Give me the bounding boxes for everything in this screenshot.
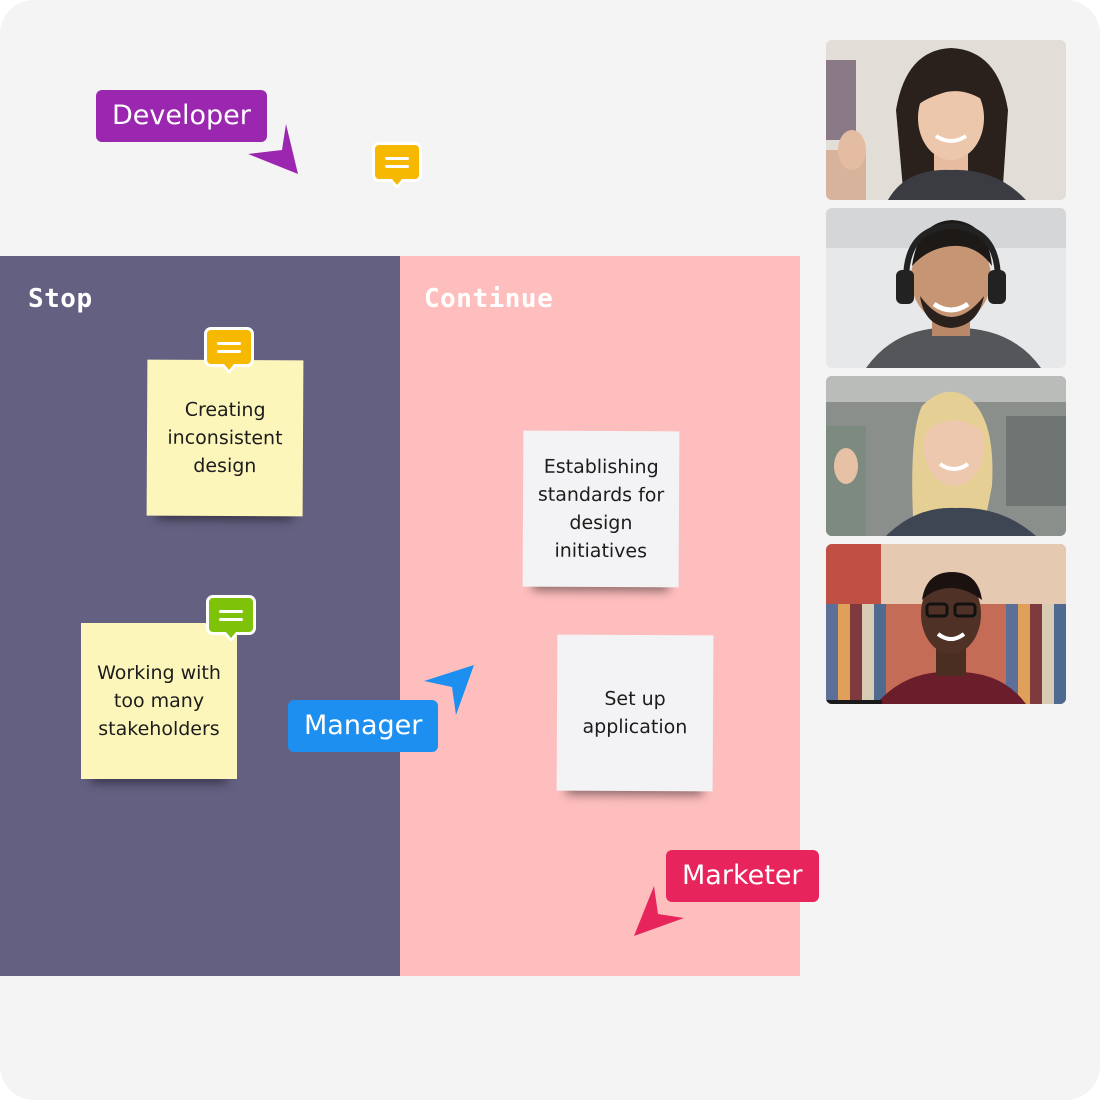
- sticky-note-text: Working with too many stakeholders: [97, 662, 221, 740]
- marketer-cursor-label: Marketer: [666, 850, 819, 902]
- sticky-note[interactable]: Establishing standards for design initia…: [522, 430, 680, 588]
- sticky-note[interactable]: Set up application: [556, 634, 714, 792]
- sticky-note[interactable]: Working with too many stakeholders: [81, 623, 237, 779]
- column-title-stop: Stop: [28, 284, 93, 314]
- comment-icon[interactable]: [206, 595, 256, 642]
- participant-video-icon[interactable]: [826, 208, 1066, 368]
- developer-cursor-label: Developer: [96, 90, 267, 142]
- comment-icon[interactable]: [204, 327, 254, 374]
- sticky-note-text: Set up application: [582, 687, 688, 739]
- comment-icon[interactable]: [372, 142, 422, 189]
- manager-cursor-label: Manager: [288, 700, 439, 752]
- sticky-note-text: Creating inconsistent design: [167, 398, 283, 478]
- cursor-arrow-icon: [248, 124, 298, 174]
- participant-video-icon[interactable]: [826, 376, 1066, 536]
- sticky-note[interactable]: Creating inconsistent design: [146, 359, 304, 517]
- column-title-continue: Continue: [424, 284, 554, 314]
- participant-video-icon[interactable]: [826, 544, 1066, 704]
- sticky-note-text: Establishing standards for design initia…: [537, 455, 665, 563]
- cursor-arrow-icon: [634, 886, 684, 936]
- participant-video-icon[interactable]: [826, 40, 1066, 200]
- cursor-arrow-icon: [424, 665, 474, 715]
